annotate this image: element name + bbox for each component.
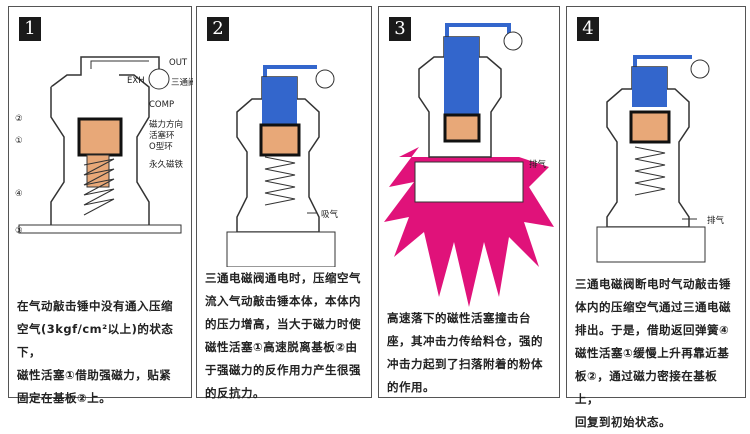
desc-line: 回复到初始状态。	[575, 415, 671, 429]
desc-line: 排出。于是，借助返回弹簧④	[575, 323, 730, 337]
desc-line: 的反抗力。	[205, 386, 265, 400]
label-magnetic-direction: 磁力方向	[149, 119, 183, 130]
description: 在气动敲击锤中没有通入压缩 空气(3kgf/cm²以上)的状态下， 磁性活塞①借…	[17, 295, 187, 410]
desc-line: 三通电磁阀断电时气动敲击锤	[575, 277, 731, 291]
label-piston-ring: 活塞环	[149, 130, 175, 141]
step-number: 3	[389, 17, 411, 41]
description: 高速落下的磁性活塞撞击台 座，其冲击力传给料仓，强的 冲击力起到了扫落附着的粉体…	[387, 307, 555, 399]
desc-line: 固定在基板②上。	[17, 391, 112, 405]
label-comp: COMP	[149, 100, 174, 110]
label-o-ring: O型环	[149, 142, 173, 152]
callout-2: ②	[15, 114, 23, 124]
label-exhaust: 排气	[529, 159, 547, 170]
desc-line: 于强磁力的反作用力产生很强	[205, 363, 361, 377]
hammer-diagram-energized: 吸气	[226, 65, 339, 267]
desc-line: 磁性活塞①缓慢上升再靠近基	[575, 346, 730, 360]
desc-line: 板②，通过磁力密接在基板上，	[575, 369, 718, 406]
desc-line: 磁性活塞①借助强磁力，贴紧	[17, 368, 172, 382]
step-number: 1	[19, 17, 41, 41]
callout-4: ④	[15, 189, 23, 199]
desc-line: 三通电磁阀通电时，压缩空气	[205, 271, 361, 285]
panel-3: 3 排气 高速落下的磁性活塞撞击台 座，其冲击力传给料仓，强的 冲击力起到了扫落…	[378, 6, 560, 398]
label-out: OUT	[169, 58, 188, 68]
label-exh: EXH	[127, 76, 145, 86]
panel-1: 1 OUT EXH 三通阀 COMP 磁力方向 活塞环 O型环 永久磁铁 ② ①…	[8, 6, 193, 405]
label-exhaust: 排气	[707, 215, 725, 226]
hammer-diagram-return: 排气	[596, 55, 725, 263]
desc-line: 的压力增高，当大于磁力时使	[205, 317, 361, 331]
desc-line: 体内的压缩空气通过三通电磁	[575, 300, 731, 314]
desc-line: 空气(3kgf/cm²以上)的状态下，	[17, 322, 174, 359]
desc-line: 磁性活塞①高速脱离基板②由	[205, 340, 358, 354]
hammer-diagram-impact: 排气	[384, 23, 554, 307]
panel-4: 4 排气 三通电磁阀断电时气动敲击锤 体内的压缩空气通过三通电磁 排出。于是，借…	[566, 6, 746, 429]
callout-3: ③	[15, 226, 23, 236]
callout-1: ①	[15, 136, 23, 146]
desc-line: 座，其冲击力传给料仓，强的	[387, 334, 543, 348]
desc-line: 流入气动敲击锤本体，本体内	[205, 294, 361, 308]
panel-2: 2 吸气 三通电磁阀通电时，压缩空气 流入气动敲击锤本体，本体内 的压力增高，当…	[196, 6, 372, 400]
hammer-diagram-idle: OUT EXH 三通阀 COMP 磁力方向 活塞环 O型环 永久磁铁 ② ① ④…	[15, 56, 193, 236]
desc-line: 的作用。	[387, 380, 435, 394]
label-permanent-magnet: 永久磁铁	[149, 159, 184, 170]
desc-line: 冲击力起到了扫落附着的粉体	[387, 357, 543, 371]
step-number: 4	[577, 17, 599, 41]
desc-line: 在气动敲击锤中没有通入压缩	[17, 299, 173, 313]
label-valve: 三通阀	[171, 77, 193, 88]
label-intake: 吸气	[321, 209, 339, 220]
step-number: 2	[207, 17, 229, 41]
description: 三通电磁阀断电时气动敲击锤 体内的压缩空气通过三通电磁 排出。于是，借助返回弹簧…	[575, 273, 741, 434]
description: 三通电磁阀通电时，压缩空气 流入气动敲击锤本体，本体内 的压力增高，当大于磁力时…	[205, 267, 367, 405]
desc-line: 高速落下的磁性活塞撞击台	[387, 311, 531, 325]
